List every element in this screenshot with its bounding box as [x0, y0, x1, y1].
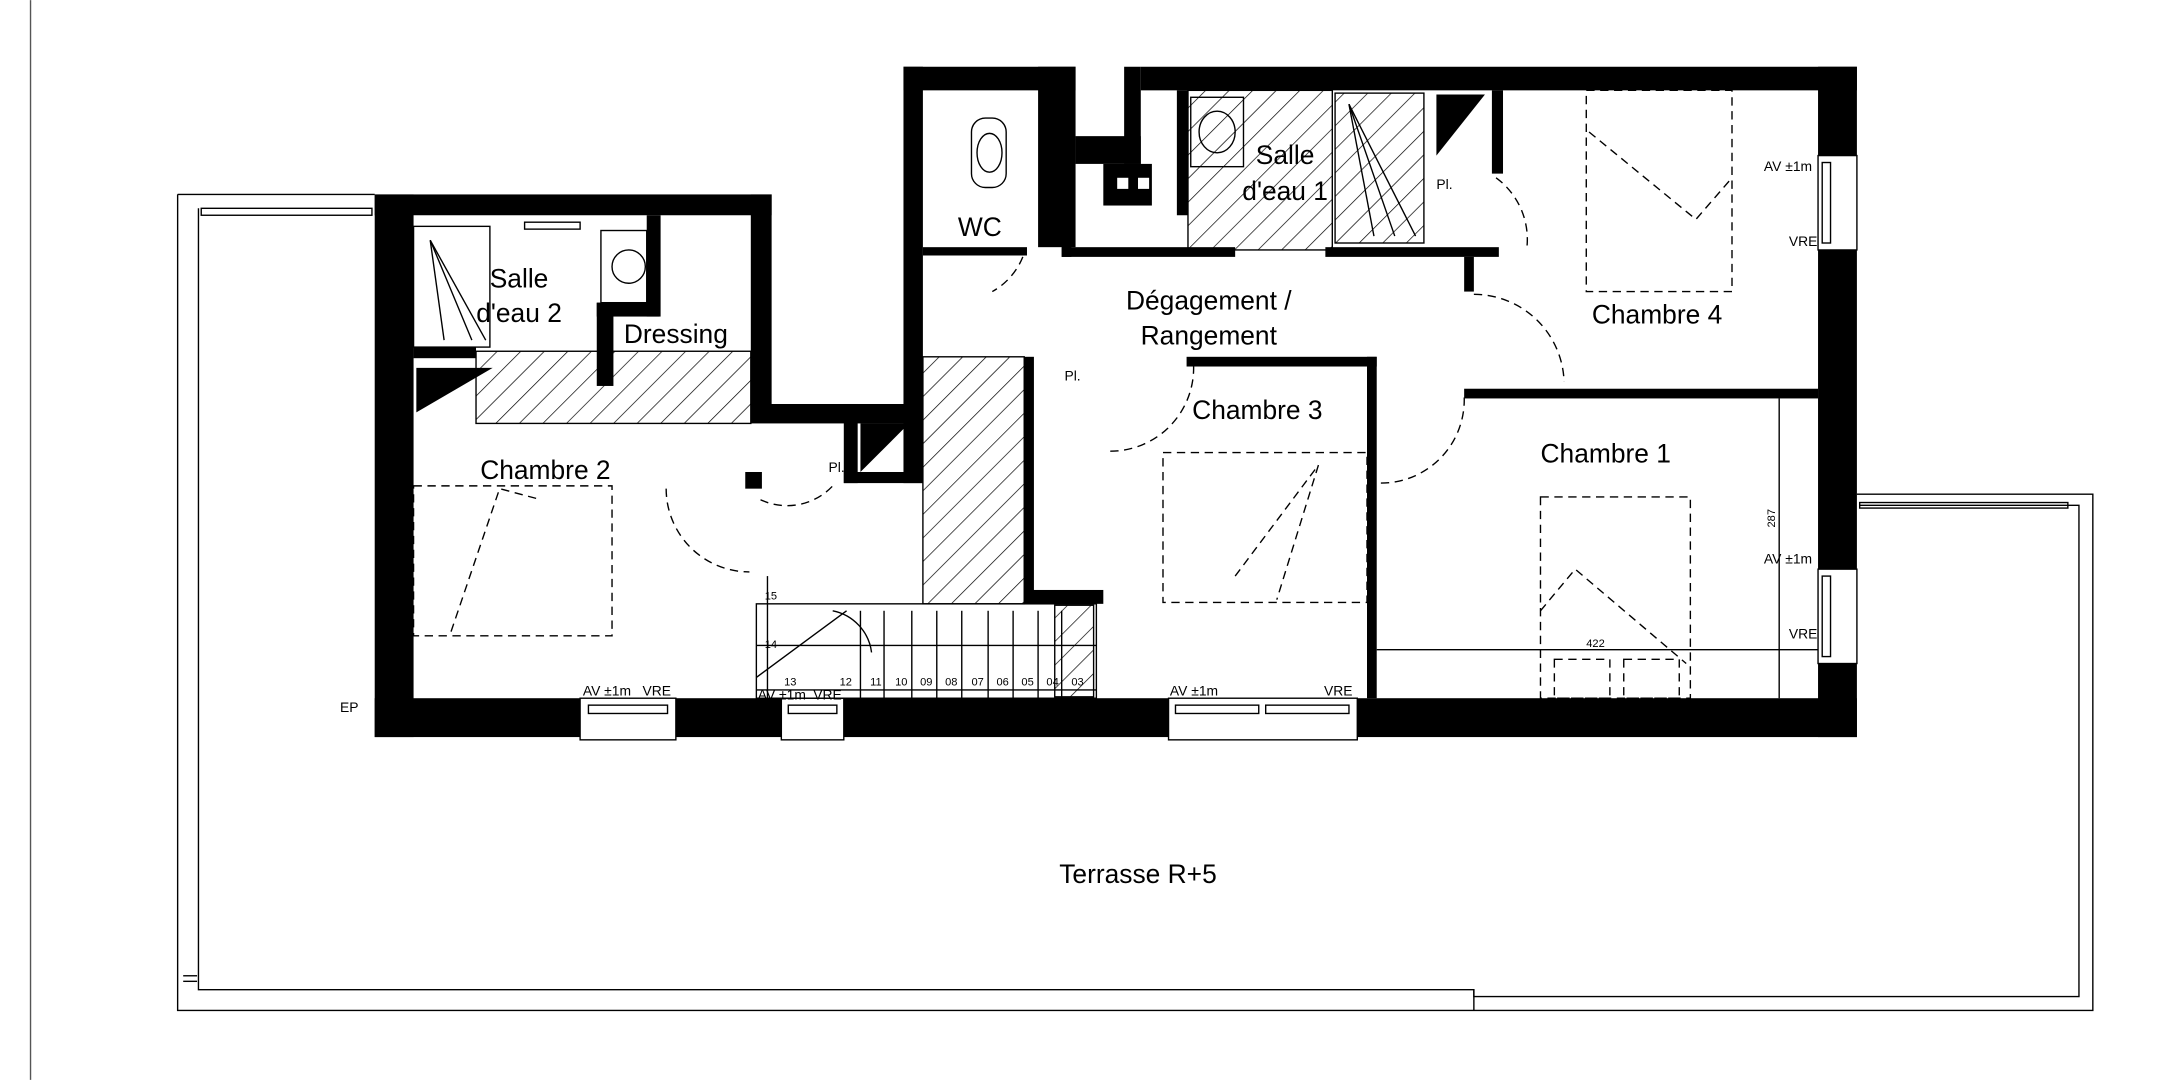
room-labels: Salle d'eau 2 Dressing Chambre 2 WC Sall… — [476, 140, 1722, 889]
step-number: 13 — [784, 677, 796, 689]
dim-422: 422 — [1586, 638, 1605, 650]
furniture-dashed — [412, 89, 1733, 699]
label-degagement: Dégagement / — [1126, 286, 1292, 316]
label-salle-eau-2-line2: d'eau 2 — [476, 298, 562, 328]
step-number: 12 — [840, 677, 852, 689]
av-label: AV ±1m — [1764, 551, 1812, 567]
label-chambre-3: Chambre 3 — [1192, 395, 1322, 425]
label-chambre-4: Chambre 4 — [1592, 300, 1722, 330]
ep-label: EP — [340, 699, 359, 715]
av-label: AV ±1m — [1764, 158, 1812, 174]
label-salle-eau-1: Salle — [1256, 140, 1315, 170]
label-wc: WC — [958, 212, 1002, 242]
step-number: 11 — [870, 677, 882, 689]
vre-label: VRE — [1789, 626, 1818, 642]
av-label: AV ±1m — [583, 682, 631, 698]
step-number: 08 — [945, 677, 957, 689]
vre-label: VRE — [1789, 233, 1818, 249]
pl-label: Pl. — [1436, 176, 1452, 192]
step-number: 03 — [1071, 677, 1083, 689]
step-number: 15 — [765, 591, 777, 603]
terrace-outline — [176, 193, 2094, 1012]
fixtures — [412, 96, 1417, 348]
step-number: 07 — [971, 677, 983, 689]
step-number: 06 — [996, 677, 1008, 689]
step-number: 04 — [1046, 677, 1058, 689]
label-dressing: Dressing — [624, 319, 728, 349]
pl-label: Pl. — [829, 459, 845, 475]
step-number: 10 — [895, 677, 907, 689]
label-chambre-1: Chambre 1 — [1541, 438, 1671, 468]
label-rangement: Rangement — [1141, 320, 1278, 350]
label-salle-eau-2: Salle — [490, 263, 549, 293]
annotations: Pl. Pl. Pl. AV ±1m VRE AV ±1m VRE AV ±1m… — [340, 158, 1817, 715]
step-number: 09 — [920, 677, 932, 689]
label-terrasse: Terrasse R+5 — [1059, 859, 1217, 889]
staircase[interactable] — [755, 576, 1098, 699]
label-salle-eau-1-line2: d'eau 1 — [1242, 176, 1328, 206]
vre-label: VRE — [1324, 682, 1353, 698]
stair-step-numbers: 15 14 13 12 11 10 09 08 07 06 05 04 03 — [765, 591, 1084, 689]
av-label: AV ±1m — [1170, 682, 1218, 698]
windows — [579, 154, 1858, 741]
vre-label: VRE — [643, 682, 672, 698]
step-number: 05 — [1021, 677, 1033, 689]
dimension-lines — [1376, 398, 1819, 699]
vre-label: VRE — [813, 687, 841, 703]
pl-label: Pl. — [1064, 367, 1080, 383]
dim-287: 287 — [1766, 509, 1778, 528]
step-number: 14 — [765, 639, 777, 651]
av-label: AV ±1m — [758, 687, 806, 703]
label-chambre-2: Chambre 2 — [480, 455, 610, 485]
hatched-zones — [475, 89, 1425, 698]
